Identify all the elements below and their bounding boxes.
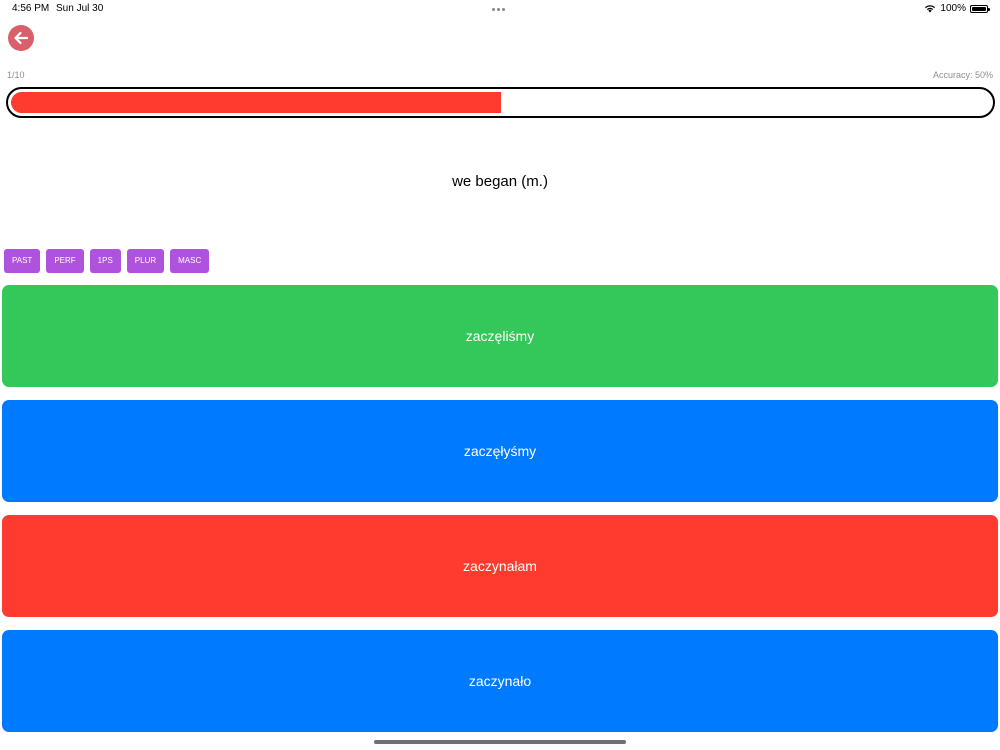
- accuracy-label: Accuracy: 50%: [932, 70, 993, 80]
- arrow-left-icon: [14, 31, 29, 45]
- wifi-icon: [925, 5, 936, 13]
- status-right: 100%: [924, 3, 990, 14]
- battery-percent: 100%: [940, 3, 966, 14]
- answer-option-4[interactable]: zaczynało: [2, 630, 998, 732]
- progress-bar: [6, 87, 995, 118]
- progress-fill: [11, 92, 501, 113]
- answer-option-3[interactable]: zaczynałam: [2, 515, 998, 617]
- tag-past: PAST: [4, 249, 41, 273]
- status-time: 4:56 PM: [12, 3, 50, 14]
- multitasking-dots-icon[interactable]: [492, 8, 508, 11]
- home-indicator[interactable]: [374, 740, 626, 744]
- status-bar: 4:56 PM Sun Jul 30 100%: [0, 0, 1000, 18]
- tag-masc: MASC: [170, 249, 210, 273]
- tag-plur: PLUR: [126, 249, 165, 273]
- progress-count: 1/10: [7, 70, 25, 80]
- tag-perf: PERF: [46, 249, 84, 273]
- battery-icon: [970, 4, 990, 13]
- prompt-text: we began (m.): [452, 173, 548, 190]
- grammar-tags: PAST PERF 1PS PLUR MASC: [4, 249, 210, 273]
- answer-option-1[interactable]: zaczęliśmy: [2, 285, 998, 387]
- tag-1ps: 1PS: [89, 249, 121, 273]
- answer-option-2[interactable]: zaczęłyśmy: [2, 400, 998, 502]
- status-date: Sun Jul 30: [56, 3, 104, 14]
- back-button[interactable]: [8, 25, 34, 51]
